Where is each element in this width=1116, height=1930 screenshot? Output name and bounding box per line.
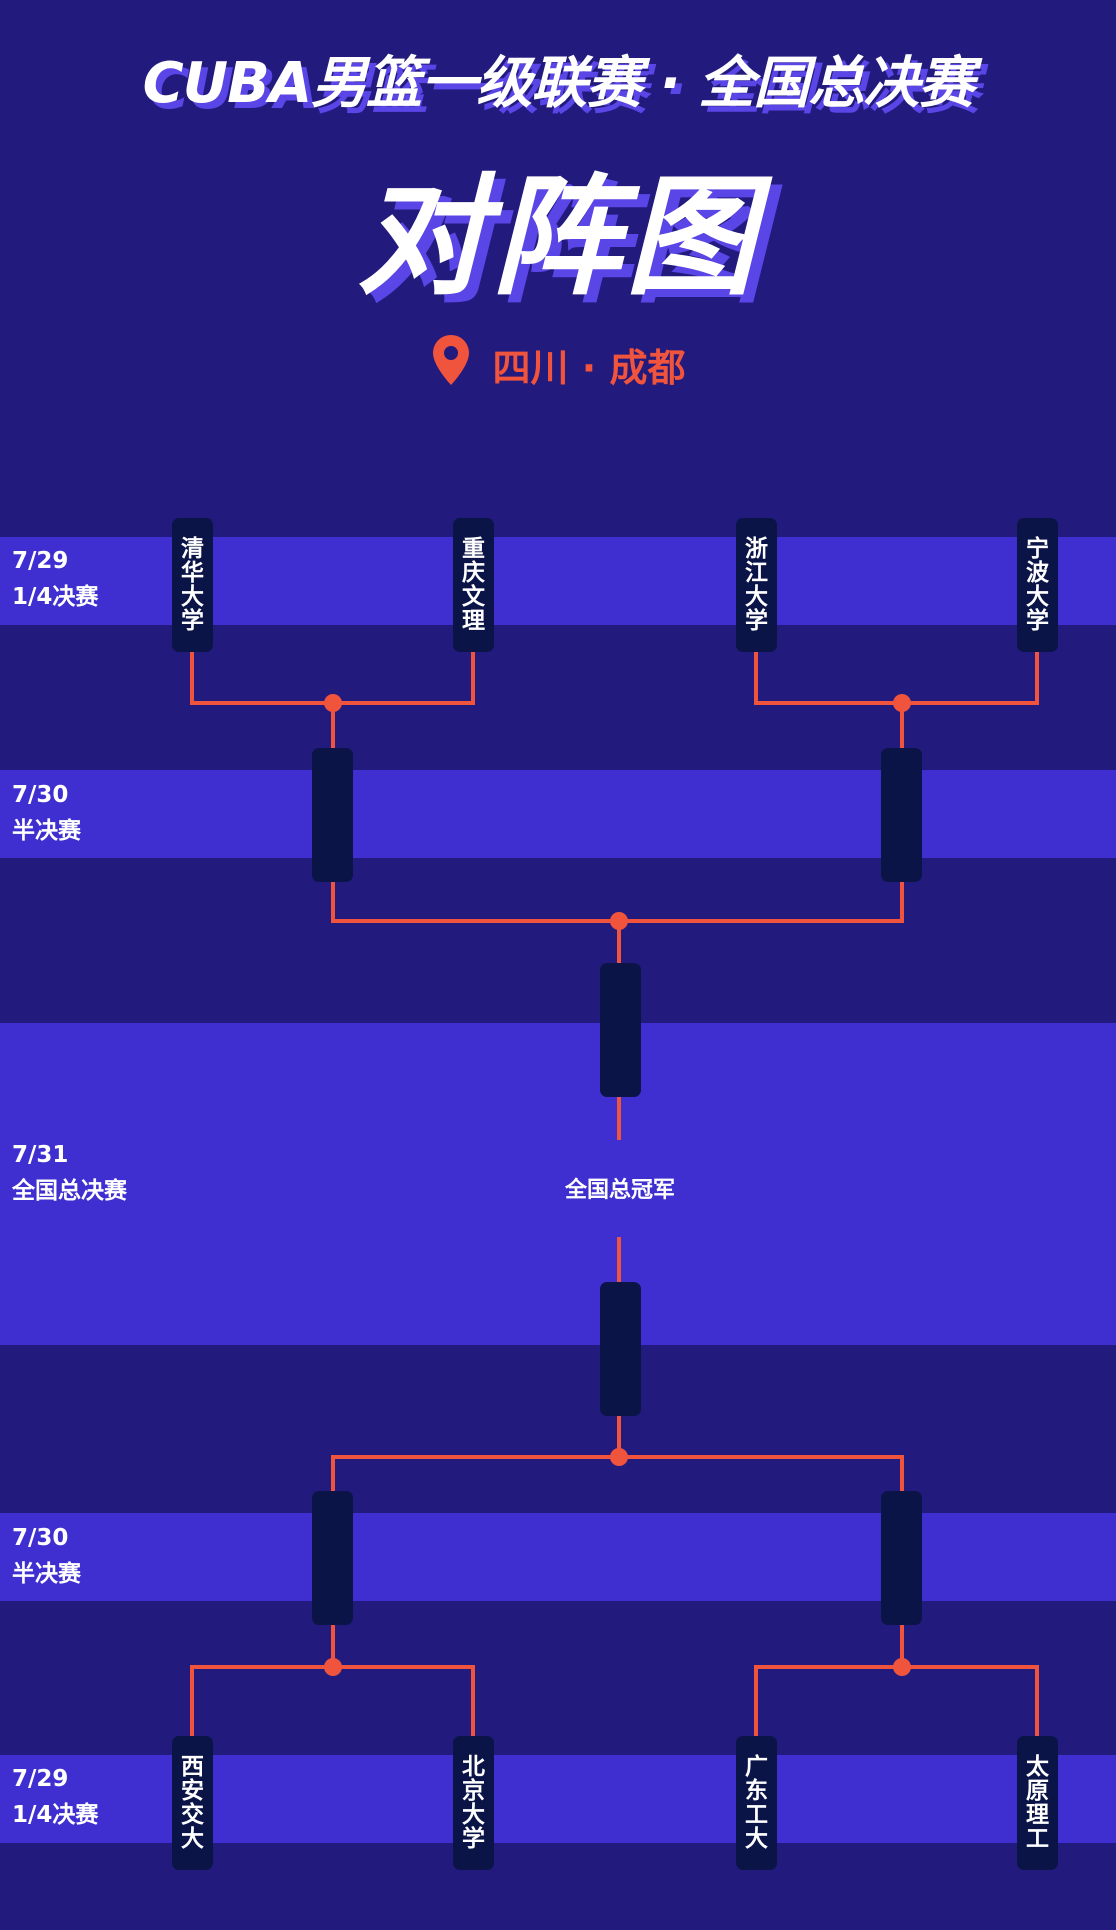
- team-name-char: 大: [745, 584, 768, 610]
- team-name-char: 广: [745, 1754, 768, 1780]
- stage-name: 1/4决赛: [12, 1802, 99, 1828]
- stage-name: 1/4决赛: [12, 584, 99, 610]
- team-name-char: 理: [462, 608, 485, 634]
- team-slot-bottom-4[interactable]: 太原理工: [1017, 1736, 1058, 1870]
- location-pin-icon: [431, 333, 471, 396]
- team-name-char: 工: [1026, 1826, 1049, 1852]
- band-sf-top: [0, 770, 1116, 858]
- location-text: 四川 · 成都: [492, 346, 686, 390]
- team-name-char: 大: [462, 1802, 485, 1828]
- stage-name: 全国总决赛: [12, 1178, 127, 1204]
- team-slot-bottom-3[interactable]: 广东工大: [736, 1736, 777, 1870]
- team-name-char: 安: [181, 1778, 204, 1804]
- semifinal-slot-top-left[interactable]: [312, 748, 353, 882]
- team-name-char: 大: [1026, 584, 1049, 610]
- team-name-char: 学: [181, 608, 204, 634]
- semifinal-slot-top-right[interactable]: [881, 748, 922, 882]
- stage-date: 7/31: [12, 1142, 69, 1168]
- team-slot-bottom-1[interactable]: 西安交大: [172, 1736, 213, 1870]
- band-sf-bottom: [0, 1513, 1116, 1601]
- location: 四川 · 成都: [0, 333, 1116, 396]
- team-name-char: 波: [1026, 560, 1049, 586]
- semifinal-slot-bottom-right[interactable]: [881, 1491, 922, 1625]
- stage-label-qf-bottom: 7/29 1/4决赛: [12, 1761, 98, 1833]
- stage-label-sf-top: 7/30 半决赛: [12, 777, 81, 849]
- team-slot-top-4[interactable]: 宁波大学: [1017, 518, 1058, 652]
- stage-name: 半决赛: [12, 1561, 81, 1587]
- stage-date: 7/29: [12, 1766, 69, 1792]
- band-final: [0, 1023, 1116, 1345]
- stage-date: 7/30: [12, 782, 69, 808]
- team-name-char: 学: [462, 1826, 485, 1852]
- team-name-char: 交: [181, 1802, 204, 1828]
- team-name-char: 文: [462, 584, 485, 610]
- stage-label-final: 7/31 全国总决赛: [12, 1137, 127, 1209]
- final-slot-top[interactable]: [600, 963, 641, 1097]
- team-name-char: 大: [181, 584, 204, 610]
- team-name-char: 学: [745, 608, 768, 634]
- team-name-char: 江: [745, 560, 768, 586]
- team-name-char: 东: [745, 1778, 768, 1804]
- team-slot-top-3[interactable]: 浙江大学: [736, 518, 777, 652]
- champion-label: 全国总冠军: [564, 1178, 675, 1203]
- team-slot-top-2[interactable]: 重庆文理: [453, 518, 494, 652]
- team-name-char: 庆: [462, 560, 485, 586]
- team-name-char: 浙: [745, 536, 768, 562]
- final-slot-bottom[interactable]: [600, 1282, 641, 1416]
- team-name-char: 西: [181, 1754, 204, 1780]
- page-title: 对阵图: [356, 161, 759, 313]
- team-name-char: 重: [462, 536, 485, 562]
- team-name-char: 大: [745, 1826, 768, 1852]
- team-name-char: 清: [181, 536, 204, 562]
- team-name-char: 华: [181, 560, 204, 586]
- stage-label-sf-bottom: 7/30 半决赛: [12, 1520, 81, 1592]
- stage-name: 半决赛: [12, 818, 81, 844]
- stage-label-qf-top: 7/29 1/4决赛: [12, 543, 98, 615]
- team-name-char: 学: [1026, 608, 1049, 634]
- team-name-char: 北: [462, 1754, 485, 1780]
- team-name-char: 京: [462, 1778, 485, 1804]
- team-name-char: 宁: [1026, 536, 1049, 562]
- stage-date: 7/30: [12, 1525, 69, 1551]
- team-name-char: 工: [745, 1802, 768, 1828]
- team-name-char: 原: [1026, 1778, 1049, 1804]
- team-name-char: 大: [181, 1826, 204, 1852]
- stage-date: 7/29: [12, 548, 69, 574]
- team-slot-top-1[interactable]: 清华大学: [172, 518, 213, 652]
- team-name-char: 理: [1026, 1802, 1049, 1828]
- team-name-char: 太: [1026, 1754, 1049, 1780]
- team-slot-bottom-2[interactable]: 北京大学: [453, 1736, 494, 1870]
- event-title: CUBA男篮一级联赛 · 全国总决赛: [142, 51, 975, 116]
- semifinal-slot-bottom-left[interactable]: [312, 1491, 353, 1625]
